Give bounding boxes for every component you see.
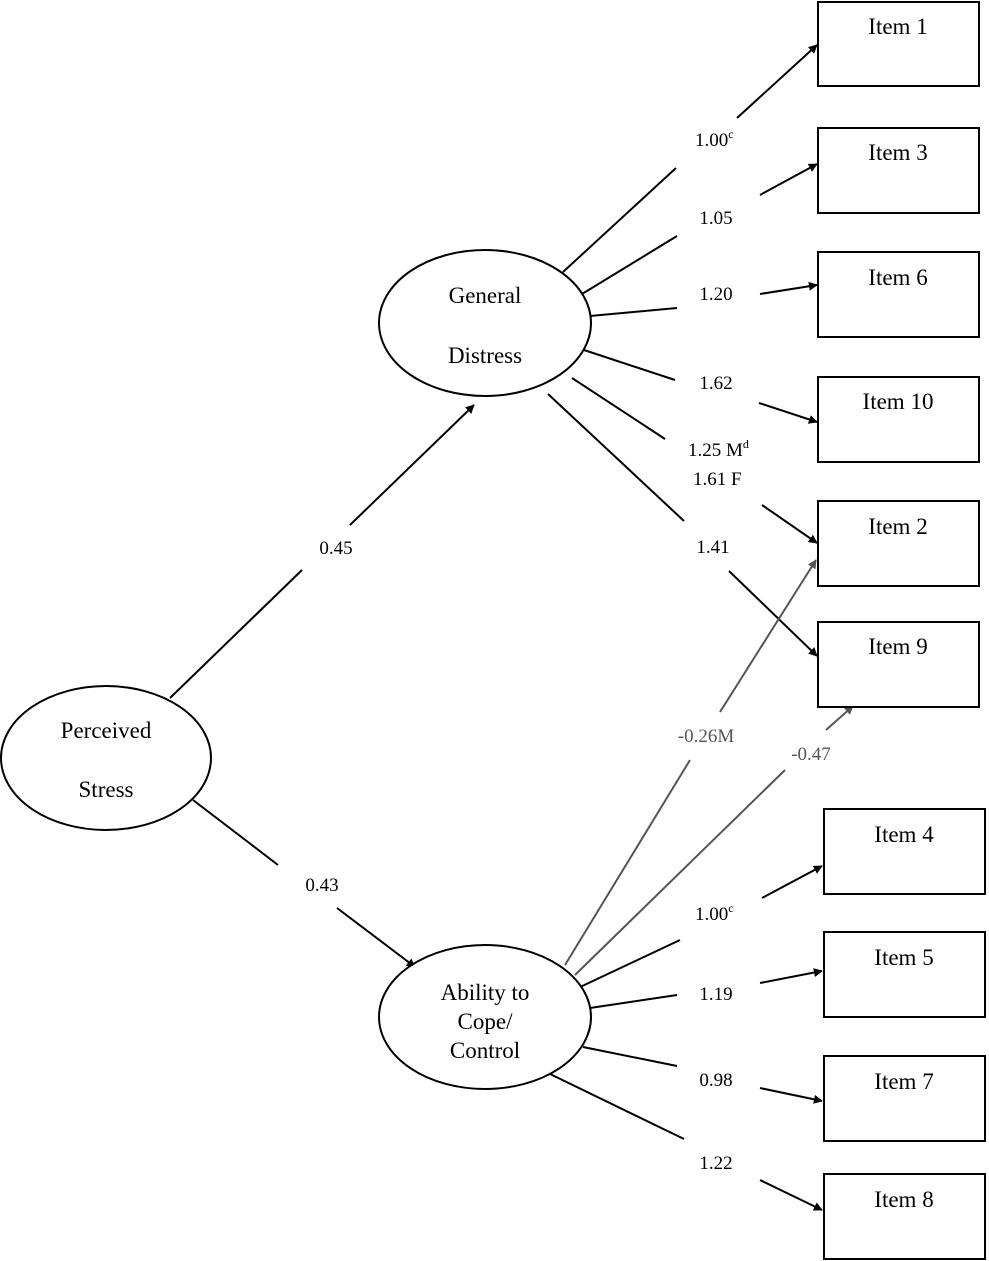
coef-distress-item3: 1.05 [699, 208, 732, 229]
item-box-1-label: Item 1 [868, 14, 927, 39]
item-box-3: Item 3 [817, 127, 980, 214]
latent-ability-to-cope: Ability to Cope/ Control [378, 944, 592, 1090]
coef-distress-item2-female: 1.61 F [693, 469, 742, 490]
path-cope-item8 [547, 1072, 823, 1211]
coef-cope-item7: 0.98 [699, 1070, 732, 1091]
path-cope-item9 [574, 705, 854, 976]
path-stress-to-cope [192, 799, 416, 968]
item-box-9: Item 9 [817, 621, 980, 708]
item-box-3-label: Item 3 [868, 140, 927, 165]
path-cope-item7 [582, 1046, 823, 1104]
path-cope-item4 [577, 865, 823, 989]
latent-perceived-stress-line1: Perceived [61, 718, 152, 743]
item-box-4: Item 4 [823, 808, 986, 895]
latent-perceived-stress-line2: Stress [79, 777, 134, 802]
item-box-10-label: Item 10 [863, 389, 934, 414]
coef-distress-item9: 1.41 [696, 537, 729, 558]
item-box-1: Item 1 [817, 1, 980, 87]
coef-cope-item4: 1.00c [695, 901, 734, 925]
latent-perceived-stress: Perceived Stress [0, 685, 212, 831]
latent-ability-to-cope-line1: Ability to [441, 980, 530, 1005]
coef-distress-item2-male: 1.25 Md [688, 437, 749, 461]
latent-general-distress-line2: Distress [448, 343, 522, 368]
path-distress-item2 [571, 377, 818, 544]
path-stress-to-distress [169, 404, 475, 699]
coef-stress-distress: 0.45 [319, 538, 352, 559]
coef-cope-item5: 1.19 [699, 984, 732, 1005]
item-box-2-label: Item 2 [868, 514, 927, 539]
path-cope-item5 [589, 968, 823, 1009]
item-box-8: Item 8 [823, 1173, 986, 1260]
item-box-9-label: Item 9 [868, 634, 927, 659]
coef-distress-item10: 1.62 [699, 373, 732, 394]
latent-ability-to-cope-line2: Cope/ [458, 1009, 514, 1034]
item-box-8-label: Item 8 [874, 1187, 933, 1212]
path-distress-item1 [562, 44, 818, 273]
item-box-5-label: Item 5 [874, 945, 933, 970]
latent-ability-to-cope-line3: Control [450, 1038, 520, 1063]
path-distress-item6 [589, 281, 818, 317]
path-cope-item2 [564, 559, 817, 966]
path-distress-item3 [581, 163, 818, 295]
item-box-6: Item 6 [817, 251, 980, 338]
coef-cope-item8: 1.22 [699, 1153, 732, 1174]
coef-cope-item9: -0.47 [791, 744, 831, 765]
coef-cope-item2: -0.26M [678, 726, 735, 747]
item-box-7: Item 7 [823, 1055, 986, 1142]
coef-distress-item6: 1.20 [699, 284, 732, 305]
latent-general-distress-line1: General [449, 283, 522, 308]
coef-distress-item1: 1.00c [695, 127, 734, 151]
item-box-5: Item 5 [823, 931, 986, 1018]
coef-stress-cope: 0.43 [305, 875, 338, 896]
item-box-6-label: Item 6 [868, 265, 927, 290]
path-distress-item9 [547, 393, 818, 657]
item-box-4-label: Item 4 [874, 822, 934, 847]
path-distress-item10 [583, 349, 818, 424]
item-box-7-label: Item 7 [874, 1069, 933, 1094]
item-box-10: Item 10 [817, 376, 980, 463]
latent-general-distress: General Distress [378, 249, 592, 397]
item-box-2: Item 2 [817, 500, 980, 587]
